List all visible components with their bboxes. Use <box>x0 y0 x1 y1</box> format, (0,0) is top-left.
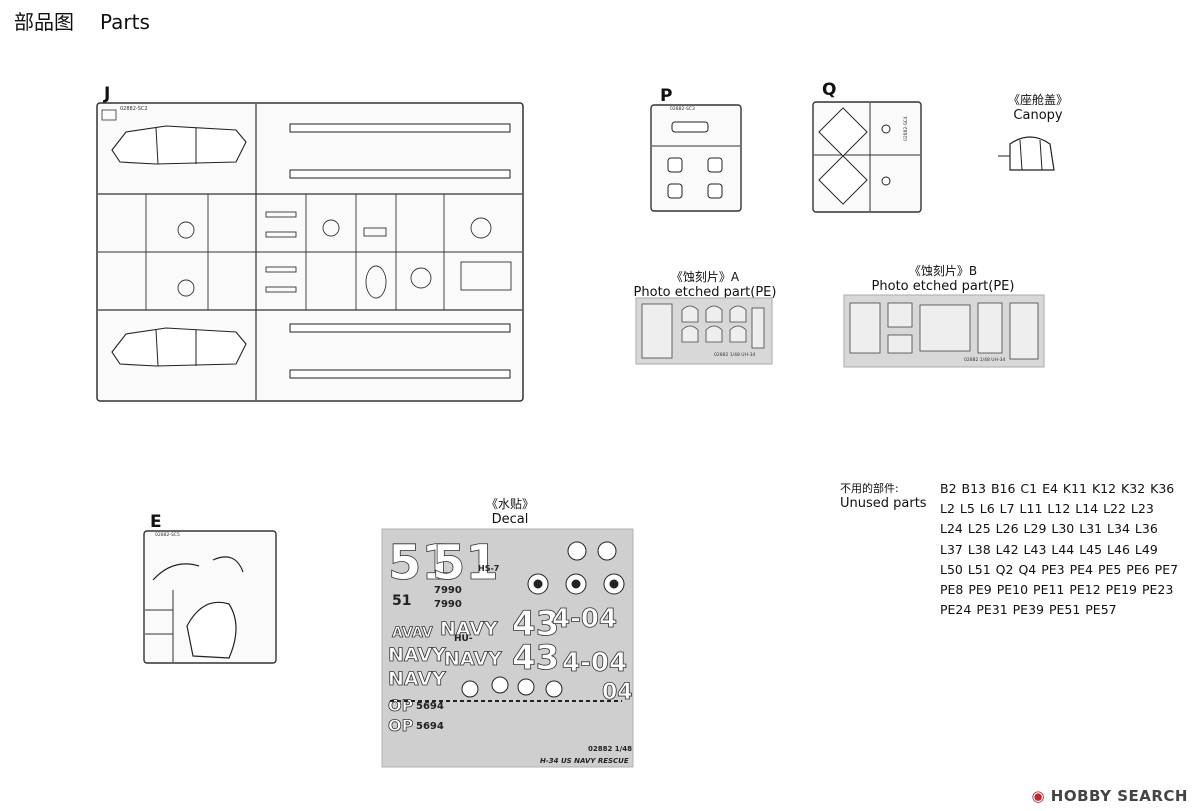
decal-marking-51-b: 51 <box>432 535 499 591</box>
title-en: Parts <box>100 10 150 34</box>
decal-marking-404-2: 4-04 <box>562 648 627 678</box>
pe-a-plate-text: 02882 1/48 UH-34 <box>714 352 755 358</box>
decal-marking-navy-4: NAVY <box>444 648 502 670</box>
pe-b-label-zh: 《蚀刻片》B <box>908 264 978 278</box>
decal-sheet: 51 51 AV AV NAVY NAVY NAVY NAVY 43 43 4-… <box>381 528 634 768</box>
sprue-j-letter: J <box>104 84 111 104</box>
pe-a-plate: 02882 1/48 UH-34 <box>635 297 773 365</box>
canopy-caption: 《座舱盖》 Canopy <box>998 93 1078 123</box>
pe-b-label-en: Photo etched part(PE) <box>871 279 1015 294</box>
decal-marking-43-2: 43 <box>512 638 559 678</box>
pe-a-label-en: Photo etched part(PE) <box>633 285 777 300</box>
decal-marking-op-2: OP <box>388 716 414 735</box>
decal-label-en: Decal <box>491 512 529 527</box>
sprue-q-letter: Q <box>822 80 837 100</box>
sprue-q-diagram: 02882-SC4 <box>812 101 922 213</box>
decal-marking-av-b: AV <box>412 625 433 641</box>
decal-marking-navy-2: NAVY <box>388 668 446 690</box>
sprue-j-code: 02882-SC2 <box>120 106 148 112</box>
sprue-p-code: 02882-SC3 <box>670 106 695 112</box>
sprue-e-letter: E <box>150 512 162 532</box>
decal-marking-av: AV <box>392 625 413 641</box>
sprue-e-diagram: 02882-SC5 <box>143 530 277 664</box>
pe-b-plate-text: 02882 1/48 UH-34 <box>964 357 1005 363</box>
pe-a-label-zh: 《蚀刻片》A <box>670 270 740 284</box>
decal-footer-title: H-34 US NAVY RESCUE <box>540 757 629 765</box>
decal-marking-51-small: 51 <box>392 593 411 609</box>
sprue-j-diagram: 02882-SC2 <box>96 102 524 402</box>
pe-b-caption: 《蚀刻片》B Photo etched part(PE) <box>868 264 1018 294</box>
canopy-drawing <box>998 136 1055 171</box>
decal-marking-5694-1: 5694 <box>416 701 444 712</box>
unused-parts-label: 不用的部件: Unused parts <box>840 481 927 511</box>
decal-marking-43-1: 43 <box>512 604 559 644</box>
unused-label-zh: 不用的部件: <box>840 482 899 495</box>
decal-marking-5694-2: 5694 <box>416 721 444 732</box>
decal-marking-navy-1: NAVY <box>388 644 446 666</box>
decal-footer-code: 02882 1/48 <box>588 745 632 753</box>
watermark-brand: HOBBY SEARCH <box>1050 787 1188 805</box>
decal-marking-7990-1: 7990 <box>434 585 462 596</box>
decal-marking-51: 51 <box>388 535 455 591</box>
hobby-search-watermark: ◉ HOBBY SEARCH <box>1031 787 1188 805</box>
sprue-p-diagram: 02882-SC3 <box>650 104 742 212</box>
sprue-e-code: 02882-SC5 <box>155 532 180 538</box>
watermark-logo-icon: ◉ <box>1031 787 1046 805</box>
pe-b-plate: 02882 1/48 UH-34 <box>843 294 1045 368</box>
title-zh: 部品图 <box>14 10 74 34</box>
unused-label-en: Unused parts <box>840 496 927 511</box>
decal-marking-navy-3: NAVY <box>440 618 498 640</box>
decal-marking-hs7: HS-7 <box>478 564 499 573</box>
decal-caption: 《水贴》 Decal <box>470 497 550 527</box>
sprue-q-code: 02882-SC4 <box>903 116 909 141</box>
canopy-label-en: Canopy <box>1013 108 1063 123</box>
sprue-p-letter: P <box>660 86 673 106</box>
decal-marking-hu: HU- <box>454 634 473 644</box>
page-title: 部品图 Parts <box>14 6 150 35</box>
decal-marking-op-1: OP <box>388 696 414 715</box>
unused-parts-list: B2 B13 B16 C1 E4 K11 K12 K32 K36 L2 L5 L… <box>940 481 1179 618</box>
pe-a-caption: 《蚀刻片》A Photo etched part(PE) <box>630 270 780 300</box>
decal-label-zh: 《水贴》 <box>485 497 534 511</box>
decal-marking-7990-2: 7990 <box>434 599 462 610</box>
canopy-label-zh: 《座舱盖》 <box>1007 93 1068 107</box>
decal-marking-04: 04 <box>602 680 633 705</box>
decal-marking-404-1: 4-04 <box>552 604 617 634</box>
